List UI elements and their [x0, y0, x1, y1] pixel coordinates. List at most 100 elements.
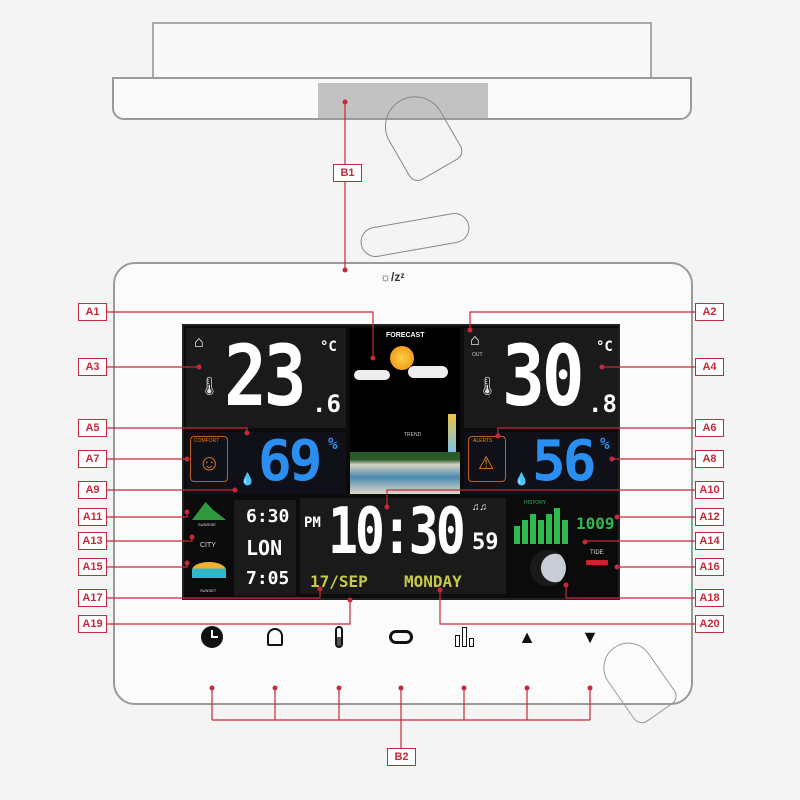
callout-label-a17: A17 [78, 589, 107, 607]
alerts-label: ALERTS [473, 438, 493, 444]
am-pm-indicator: PM [304, 515, 321, 531]
history-button[interactable] [451, 624, 477, 650]
outdoor-temperature-decimal: .8 [588, 390, 617, 418]
alerts-icon-frame [468, 436, 506, 482]
thermometer-icon: 🌡 [198, 376, 221, 396]
up-button[interactable]: ▲ [514, 624, 540, 650]
city-label: CITY [200, 542, 216, 549]
moon-phase-icon [530, 550, 566, 586]
up-arrow-icon: ▲ [518, 626, 536, 647]
lcd-screen: ⌂ 🌡 23 .6 °C COMFORT ☺ 69 % 💧 FORECAST T… [182, 324, 620, 600]
history-bar [514, 526, 520, 544]
beach-scene-image [350, 452, 460, 494]
alerts-icon: ⚠ [478, 453, 495, 473]
outdoor-temperature: 30 [502, 327, 585, 425]
tide-indicator [586, 560, 608, 565]
device-top-view [112, 22, 692, 120]
clock-time: 10:30 [328, 495, 466, 569]
history-bar [530, 514, 536, 544]
callout-label-a13: A13 [78, 532, 107, 550]
callout-label-a15: A15 [78, 558, 107, 576]
history-bar [546, 514, 552, 544]
clock-panel: PM 10:30 ♫♫ 59 17/SEP MONDAY [300, 498, 506, 594]
trend-label: TREND [404, 432, 422, 438]
weekday: MONDAY [404, 572, 462, 591]
down-button[interactable]: ▼ [577, 624, 603, 650]
thermometer-icon: 🌡 [476, 376, 499, 396]
callout-label-a2: A2 [695, 303, 724, 321]
callout-label-a20: A20 [695, 615, 724, 633]
temperature-button[interactable] [326, 624, 352, 650]
home-icon: ⌂ [194, 334, 204, 351]
bell-icon [267, 628, 283, 646]
callout-label-b1: B1 [333, 164, 362, 182]
callout-label-a14: A14 [695, 532, 724, 550]
indoor-temperature: 23 [224, 327, 307, 425]
callout-label-a18: A18 [695, 589, 724, 607]
callout-label-a5: A5 [78, 419, 107, 437]
clock-icon [201, 626, 223, 648]
callout-label-a7: A7 [78, 450, 107, 468]
forecast-panel: FORECAST TREND [350, 328, 460, 494]
callout-label-a4: A4 [695, 358, 724, 376]
history-bar [554, 508, 560, 544]
callout-label-a11: A11 [78, 508, 107, 526]
light-snooze-caption: ☼/zᶻ [380, 270, 405, 284]
sunset-icon [192, 562, 226, 578]
cloud-icon [354, 370, 390, 380]
clock-button[interactable] [199, 624, 225, 650]
city-code: LON [246, 536, 283, 560]
sun-city-panel: SUNRISE CITY SUNSET 6:30 LON 7:05 [186, 498, 296, 598]
down-arrow-icon: ▼ [581, 626, 599, 647]
indoor-temperature-decimal: .6 [312, 390, 341, 418]
alarm-bell-icons: ♫♫ [472, 502, 487, 513]
cloud-icon [408, 366, 448, 378]
history-bars-icon [454, 627, 474, 647]
callout-label-a9: A9 [78, 481, 107, 499]
forecast-label: FORECAST [386, 332, 425, 339]
water-drop-icon: 💧 [240, 472, 255, 486]
comfort-icon-frame [190, 436, 228, 482]
history-bar [562, 520, 568, 544]
history-bar [538, 520, 544, 544]
clock-seconds: 59 [472, 530, 499, 555]
indoor-humidity: 69 [258, 429, 322, 494]
history-bar [522, 520, 528, 544]
tide-label: TIDE [590, 550, 604, 556]
date: 17/SEP [310, 572, 368, 591]
trend-gauge [448, 414, 456, 454]
callout-label-b2: B2 [387, 748, 416, 766]
indoor-humidity-unit: % [328, 434, 338, 453]
callout-label-a6: A6 [695, 419, 724, 437]
callout-label-a10: A10 [695, 481, 724, 499]
indoor-humidity-panel: COMFORT ☺ 69 % 💧 [186, 432, 346, 494]
indoor-temp-panel: ⌂ 🌡 23 .6 °C [186, 328, 346, 428]
outdoor-house-icon: ⌂ [470, 332, 480, 349]
sunset-time: 7:05 [246, 568, 290, 589]
sunrise-label: SUNRISE [198, 522, 216, 527]
outdoor-temp-panel: ⌂ OUT 🌡 30 .8 °C [464, 328, 618, 428]
outdoor-temp-unit: °C [596, 339, 613, 355]
comfort-label: COMFORT [194, 438, 220, 444]
history-panel: HISTORY 1009 TIDE [510, 498, 618, 596]
outdoor-humidity-panel: ALERTS ⚠ 56 % 💧 [464, 432, 618, 494]
alarm-button[interactable] [262, 624, 288, 650]
sunrise-icon [192, 502, 226, 520]
sunrise-time: 6:30 [246, 506, 290, 527]
pressure-value: 1009 [576, 514, 615, 533]
water-drop-icon: 💧 [514, 472, 529, 486]
callout-label-a8: A8 [695, 450, 724, 468]
thermometer-icon [335, 626, 343, 648]
finger-illustration [358, 210, 472, 260]
callout-label-a12: A12 [695, 508, 724, 526]
history-bar-chart [514, 508, 570, 544]
cloud-cycle-icon [389, 630, 413, 644]
comfort-face-icon: ☺ [198, 450, 221, 475]
outdoor-humidity-unit: % [600, 434, 610, 453]
callout-label-a19: A19 [78, 615, 107, 633]
callout-label-a3: A3 [78, 358, 107, 376]
history-label: HISTORY [524, 500, 547, 506]
callout-label-a16: A16 [695, 558, 724, 576]
forecast-cycle-button[interactable] [388, 624, 414, 650]
callout-label-a1: A1 [78, 303, 107, 321]
